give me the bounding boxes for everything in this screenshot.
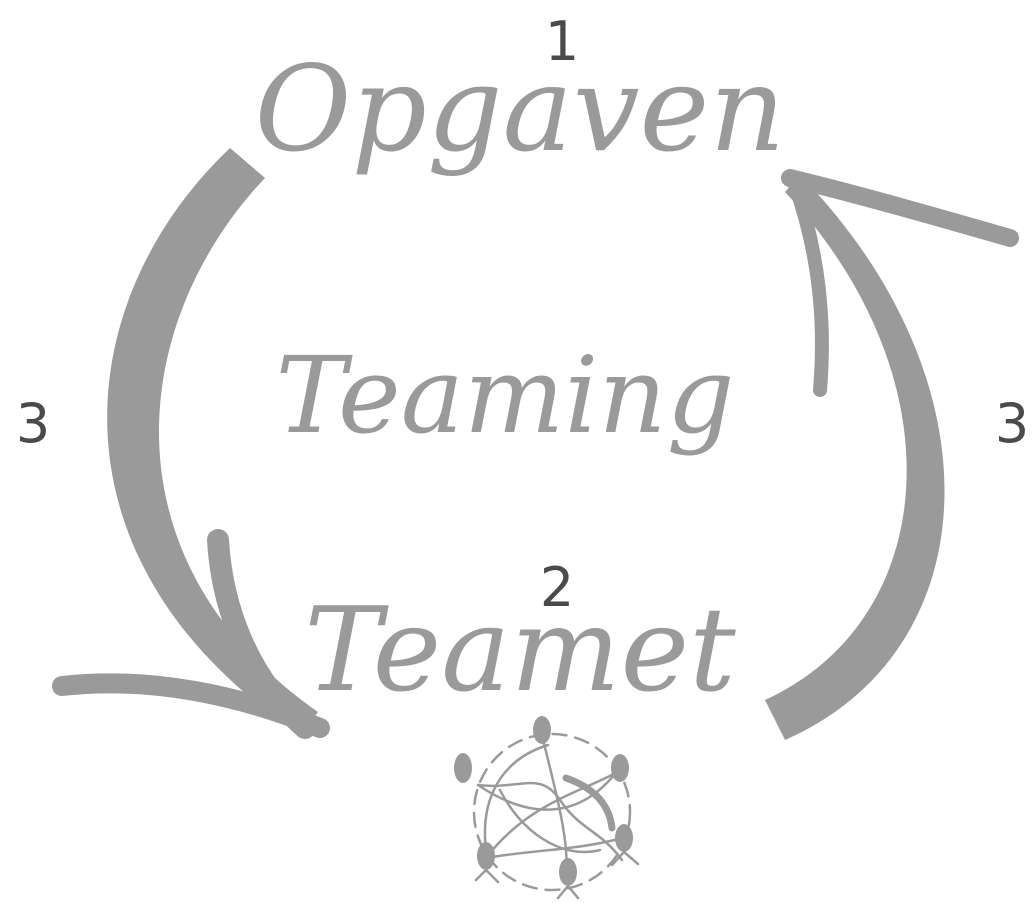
center-label: Teaming xyxy=(276,334,735,457)
network-link xyxy=(483,743,550,852)
bottom-node-label: Teamet xyxy=(304,583,736,718)
network-link xyxy=(562,774,616,832)
network-outer-circle xyxy=(472,732,632,892)
person-icon xyxy=(611,754,629,782)
bottom-node-number: 2 xyxy=(540,556,574,619)
person-icon xyxy=(615,824,633,852)
network-link xyxy=(498,788,602,854)
person-legs xyxy=(474,850,640,900)
right-arrow-body xyxy=(765,175,945,740)
left-arrowhead-lower xyxy=(52,673,330,738)
top-node-number: 1 xyxy=(545,10,579,73)
left-cycle-arrow xyxy=(52,148,330,739)
network-link xyxy=(476,768,620,811)
left-arrow-number: 3 xyxy=(16,392,50,455)
person-icon xyxy=(533,716,551,744)
left-arrow-body xyxy=(107,148,319,735)
network-link xyxy=(476,781,624,862)
top-node-label: Opgaven xyxy=(255,40,786,178)
right-cycle-arrow xyxy=(765,169,1019,740)
right-arrow-number: 3 xyxy=(995,392,1029,455)
person-icon xyxy=(559,858,577,886)
right-arrowhead-upper xyxy=(781,169,1019,247)
network-link xyxy=(484,836,624,860)
right-arrowhead-lower xyxy=(788,178,829,397)
person-icon xyxy=(454,753,472,783)
person-icon xyxy=(477,842,495,870)
team-network-icon xyxy=(454,716,640,900)
network-link xyxy=(484,768,622,860)
